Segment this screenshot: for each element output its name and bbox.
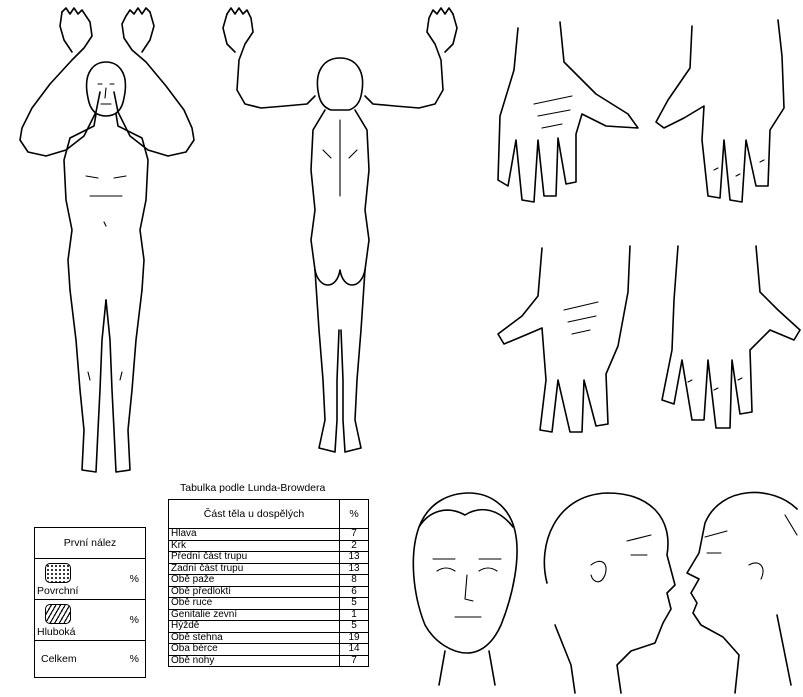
legend-label: Hluboká bbox=[37, 626, 76, 638]
hand-dorsal-lower-right bbox=[662, 246, 800, 428]
heads-outline bbox=[395, 475, 803, 697]
hands-outline bbox=[478, 0, 803, 450]
percent-cell: 13 bbox=[340, 563, 369, 575]
legend-label: Povrchní bbox=[37, 585, 78, 597]
percent-cell: 1 bbox=[340, 609, 369, 621]
legend-row-total: Celkem % bbox=[35, 641, 145, 677]
lund-browder-title: Tabulka podle Lunda-Browdera bbox=[180, 482, 325, 494]
hatched-pattern-icon bbox=[45, 604, 71, 624]
percent-cell: 19 bbox=[340, 632, 369, 644]
body-part-cell: Genitalie zevní bbox=[169, 609, 340, 621]
percent-cell: 7 bbox=[340, 529, 369, 541]
legend-percent: % bbox=[130, 653, 139, 665]
head-front bbox=[413, 493, 517, 685]
body-part-cell: Přední část trupu bbox=[169, 552, 340, 564]
percent-cell: 14 bbox=[340, 644, 369, 656]
percent-cell: 13 bbox=[340, 552, 369, 564]
body-front-outline bbox=[0, 0, 215, 490]
body-part-cell: Hlava bbox=[169, 529, 340, 541]
hand-palm-left bbox=[498, 22, 638, 202]
legend-box: První nález Povrchní % Hluboká % Celkem … bbox=[34, 527, 146, 678]
body-part-cell: Hýždě bbox=[169, 621, 340, 633]
column-header-part: Část těla u dospělých bbox=[169, 500, 340, 529]
body-part-cell: Obě ruce bbox=[169, 598, 340, 610]
head-left-profile bbox=[687, 492, 797, 693]
legend-percent: % bbox=[130, 614, 139, 626]
legend-label: Celkem bbox=[41, 653, 77, 665]
body-part-cell: Zadní část trupu bbox=[169, 563, 340, 575]
legend-title: První nález bbox=[35, 528, 145, 559]
percent-cell: 2 bbox=[340, 540, 369, 552]
percent-cell: 5 bbox=[340, 621, 369, 633]
percent-cell: 5 bbox=[340, 598, 369, 610]
legend-row-deep: Hluboká % bbox=[35, 600, 145, 641]
dotted-pattern-icon bbox=[45, 563, 71, 583]
column-header-percent: % bbox=[340, 500, 369, 529]
body-part-cell: Oba bérce bbox=[169, 644, 340, 656]
body-back-outline bbox=[215, 0, 475, 470]
head-right-profile bbox=[544, 493, 675, 693]
body-part-cell: Obě předloktí bbox=[169, 586, 340, 598]
legend-percent: % bbox=[130, 573, 139, 585]
hand-dorsal-right bbox=[656, 20, 784, 202]
table-header-row: Část těla u dospělých % bbox=[169, 500, 369, 529]
body-part-cell: Krk bbox=[169, 540, 340, 552]
legend-row-superficial: Povrchní % bbox=[35, 559, 145, 600]
percent-cell: 8 bbox=[340, 575, 369, 587]
body-part-cell: Obě paže bbox=[169, 575, 340, 587]
hand-palm-lower-left bbox=[498, 246, 630, 432]
body-part-cell: Obě nohy bbox=[169, 655, 340, 667]
percent-cell: 7 bbox=[340, 655, 369, 667]
body-part-cell: Obě stehna bbox=[169, 632, 340, 644]
percent-cell: 6 bbox=[340, 586, 369, 598]
